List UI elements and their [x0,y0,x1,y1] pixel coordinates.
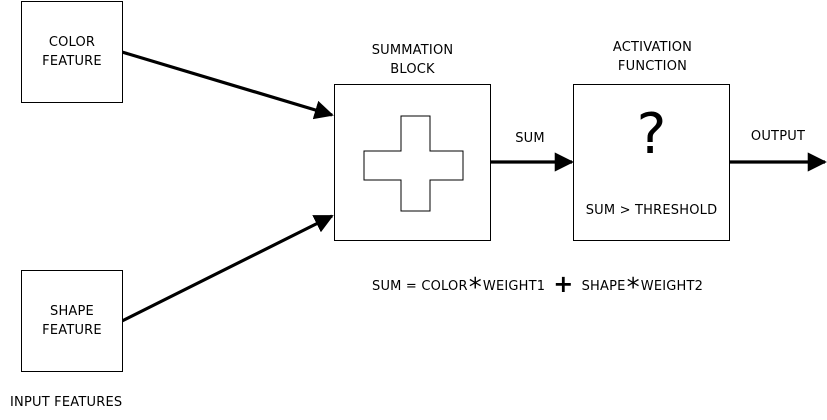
color-feature-line1: COLOR [48,35,96,50]
summation-title-line2: BLOCK [390,62,435,77]
shape-feature-box: SHAPE FEATURE [21,270,123,372]
formula-weight1: WEIGHT1 [482,279,546,294]
formula-shape: SHAPE [581,279,626,294]
formula-weight2: WEIGHT2 [640,279,704,294]
arrow-color-to-sum [121,50,334,120]
multiply-star-2: * [626,273,640,303]
summation-title-line1: SUMMATION [371,43,454,58]
color-feature-line2: FEATURE [42,54,102,69]
sum-edge-label: SUM [515,131,545,146]
output-label: OUTPUT [750,129,806,144]
color-feature-box: COLOR FEATURE [21,1,123,103]
shape-feature-line2: FEATURE [42,323,102,338]
activation-condition: SUM > THRESHOLD [585,203,718,218]
activation-title-line2: FUNCTION [617,59,688,74]
summation-block [334,84,491,241]
shape-feature-line1: SHAPE [50,304,94,319]
activation-block: ? SUM > THRESHOLD [573,84,730,241]
activation-title-line1: ACTIVATION [612,40,693,55]
sum-formula: SUM = COLOR * WEIGHT1 + SHAPE * WEIGHT2 [372,268,704,303]
multiply-star-1: * [468,273,482,303]
question-mark-icon: ? [636,102,667,167]
input-features-label: INPUT FEATURES [10,395,123,410]
plus-icon [363,115,464,212]
formula-lhs: SUM = COLOR [372,279,468,294]
formula-plus: + [553,270,574,298]
arrow-shape-to-sum [121,214,334,323]
